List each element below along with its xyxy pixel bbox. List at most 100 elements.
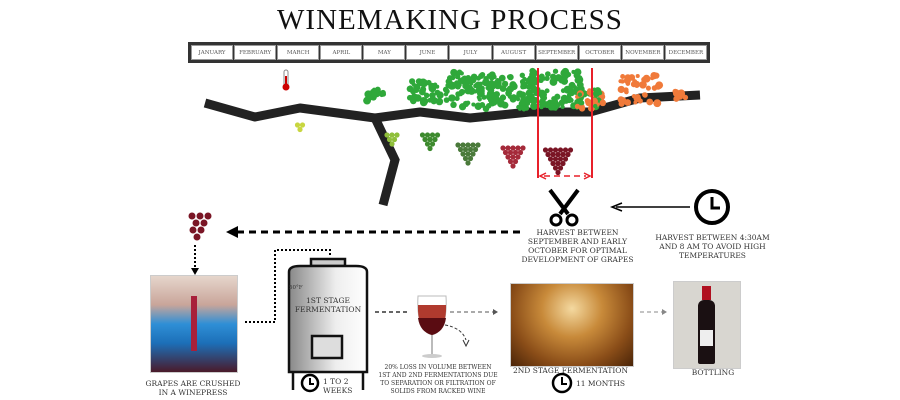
leaf <box>520 84 526 90</box>
leaf <box>530 85 538 94</box>
leaf <box>571 69 576 75</box>
clock-icon <box>694 189 730 225</box>
leaf <box>593 90 600 98</box>
leaf <box>478 81 483 86</box>
leaf <box>620 74 626 79</box>
leaf <box>639 80 647 89</box>
scissors-icon <box>548 188 580 227</box>
leaf <box>409 79 415 85</box>
leaf <box>455 74 461 80</box>
leaf <box>499 85 507 92</box>
leaf <box>486 86 492 92</box>
leaf <box>419 97 427 105</box>
grape-cluster <box>500 145 526 169</box>
leaf <box>450 68 458 77</box>
leaf <box>545 71 551 77</box>
leaf <box>623 87 629 93</box>
leaf <box>568 81 576 90</box>
leaf <box>542 76 547 81</box>
wine-glass-icon <box>417 295 447 358</box>
leaf <box>410 88 416 95</box>
leaf <box>673 89 680 95</box>
month-november: NOVEMBER <box>621 45 664 60</box>
leaf <box>426 79 432 86</box>
leaf <box>511 82 516 87</box>
month-june: JUNE <box>406 45 449 60</box>
grape-cluster <box>455 142 481 166</box>
grape-cluster <box>542 147 574 176</box>
leaf <box>454 80 460 86</box>
leaf <box>537 89 546 98</box>
leaf <box>498 74 506 82</box>
month-september: SEPTEMBER <box>535 45 578 60</box>
leaf <box>481 94 486 100</box>
leaf <box>443 92 449 97</box>
leaf <box>435 97 444 106</box>
barrel-cellar-photo <box>510 283 634 367</box>
leaf <box>650 76 655 81</box>
leaf <box>409 97 417 105</box>
month-february: FEBRUARY <box>234 45 277 60</box>
leaf <box>450 74 456 81</box>
leaf <box>539 101 546 109</box>
leaf <box>455 91 462 97</box>
leaf <box>635 73 640 79</box>
leaf <box>449 81 454 87</box>
leaf <box>574 76 582 84</box>
winepress-photo <box>150 275 238 373</box>
leaf <box>475 87 480 92</box>
second-stage-duration: 11 MONTHS <box>576 379 625 388</box>
leaf <box>519 72 526 78</box>
month-april: APRIL <box>320 45 363 60</box>
leaf <box>482 105 490 113</box>
leaf <box>646 98 654 106</box>
leaf <box>465 100 471 106</box>
leaf <box>478 87 485 95</box>
leaf <box>527 99 532 104</box>
leaf <box>578 86 583 91</box>
leaf <box>510 94 517 100</box>
fermentation-tank <box>287 257 369 390</box>
leaf <box>554 102 561 108</box>
grape-cluster <box>419 132 441 152</box>
leaf <box>519 99 527 106</box>
grapes-icon <box>188 212 212 241</box>
leaf <box>428 84 437 93</box>
leaf <box>577 92 583 97</box>
leaf <box>482 78 490 87</box>
leaf <box>530 102 538 110</box>
month-march: MARCH <box>277 45 320 60</box>
page-title: WINEMAKING PROCESS <box>277 4 623 36</box>
leaf <box>642 92 648 98</box>
leaf <box>380 89 386 96</box>
leaf <box>368 95 373 101</box>
leaf <box>560 77 569 85</box>
harvest-time-text: HARVEST BETWEEN 4:30AM AND 8 AM TO AVOID… <box>655 233 770 260</box>
leaf <box>549 73 557 80</box>
leaf <box>642 74 651 83</box>
leaf <box>617 96 625 104</box>
leaf <box>682 94 689 101</box>
month-october: OCTOBER <box>578 45 621 60</box>
bottling-label: BOTTLING <box>691 368 735 377</box>
leaf <box>499 94 507 101</box>
leaf <box>599 99 607 107</box>
first-stage-label: 1ST STAGE FERMENTATION <box>294 296 362 314</box>
leaf <box>450 101 457 109</box>
month-august: AUGUST <box>492 45 535 60</box>
leaf <box>436 91 444 99</box>
leaf <box>544 88 550 94</box>
leaf <box>458 103 467 111</box>
volume-loss-text: 20% LOSS IN VOLUME BETWEEN 1ST AND 2ND F… <box>378 364 498 395</box>
leaf <box>501 101 509 109</box>
leaf <box>462 82 470 90</box>
month-may: MAY <box>363 45 406 60</box>
leaf <box>530 69 538 77</box>
grape-cluster <box>294 122 306 133</box>
leaf <box>653 99 662 108</box>
leaf <box>418 88 426 96</box>
harvest-window-text: HARVEST BETWEEN SEPTEMBER AND EARLY OCTO… <box>521 228 634 264</box>
